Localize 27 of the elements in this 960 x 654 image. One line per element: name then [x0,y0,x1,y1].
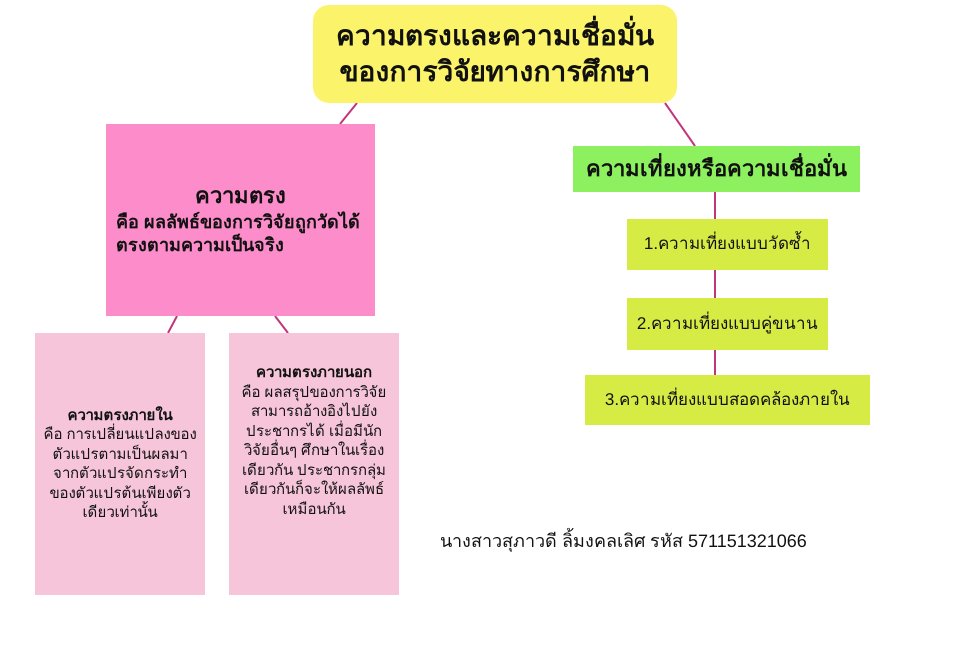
label-text: ความเที่ยงหรือความเชื่อมั่น [586,154,847,184]
label-text: 3.ความเที่ยงแบบสอดคล้องภายใน [604,388,850,411]
heading-text: ความตรงภายใน [68,406,172,424]
connector-line [167,316,178,334]
connector-line [339,102,358,125]
definition-text: คือ การเปลี่ยนแปลงของตัวแปรตามเป็นผลมาจากตัวแปรจัดกระทำของตัวแปรต้นเพียงตัวเดียวเท่านั้น [43,425,197,522]
label-text: 2.ความเที่ยงแบบคู่ขนาน [636,312,818,336]
subtype-box [35,333,205,595]
subtype-box [229,333,399,595]
title-box [313,5,677,103]
heading-text: ความตรงภายนอก [256,363,372,382]
connector-line [274,315,289,334]
connector-line [714,192,716,219]
heading-text: ความตรง [195,182,286,210]
connector-line [714,270,716,298]
concept-box [573,146,860,192]
connector-line [714,350,716,375]
author-note: นางสาวสุภาวดี ลิ้มงคลเลิศ รหัส 571151321066 [440,526,807,555]
label-text: 1.ความเที่ยงแบบวัดซ้ำ [644,233,812,256]
concept-box [106,124,375,316]
type-box [627,219,828,270]
type-box [627,298,828,350]
definition-text: คือ ผลสรุปของการวิจัยสามารถอ้างอิงไปยังประชากรได้ เมื่อมีนักวิจัยอื่นๆ ศึกษาในเรื่องเดียวกัน ประชากรกลุ่มเดียวกันก็จะให้ผลลัพธ์เหมือนกัน [240,382,388,519]
type-box [585,375,870,425]
connector-line [664,102,696,147]
title-text: ความตรงและความเชื่อมั่นของการวิจัยทางการศึกษา [323,18,667,90]
definition-text: คือ ผลลัพธ์ของการวิจัยถูกวัดได้ตรงตามความเป็นจริง [116,210,362,258]
